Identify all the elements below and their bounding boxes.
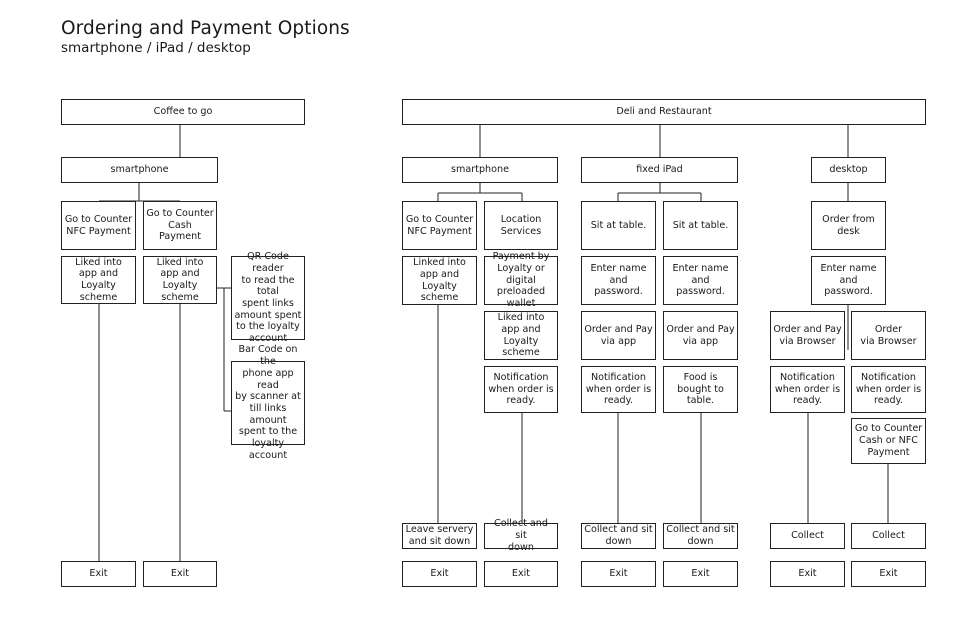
node-desktop-exit-2: Exit — [851, 561, 926, 587]
page-subtitle: smartphone / iPad / desktop — [61, 40, 251, 56]
node-deli-notification: Notification when order is ready. — [484, 366, 558, 413]
node-ipad-food-to-table: Food is bought to table. — [663, 366, 738, 413]
node-coffee-bar-code: Bar Code on the phone app read by scanne… — [231, 344, 305, 461]
node-deli-smartphone: smartphone — [402, 157, 558, 183]
node-ipad-exit-2: Exit — [663, 561, 738, 587]
page-title: Ordering and Payment Options — [61, 18, 350, 39]
node-deli-linked-loyalty: Linked into app and Loyalty scheme — [402, 256, 477, 305]
node-desktop-order-pay-browser: Order and Pay via Browser — [770, 311, 845, 360]
node-desktop-order-browser: Order via Browser — [851, 311, 926, 360]
node-deli-leave-servery: Leave servery and sit down — [402, 523, 477, 549]
node-desktop-exit-1: Exit — [770, 561, 845, 587]
node-coffee-exit-nfc: Exit — [61, 561, 136, 587]
node-coffee-to-go: Coffee to go — [61, 99, 305, 125]
node-deli-restaurant: Deli and Restaurant — [402, 99, 926, 125]
node-ipad-order-pay-2: Order and Pay via app — [663, 311, 738, 360]
node-ipad-enter-name-2: Enter name and password. — [663, 256, 738, 305]
node-desktop-collect-1: Collect — [770, 523, 845, 549]
node-coffee-loyalty-nfc: Liked into app and Loyalty scheme — [61, 256, 136, 304]
node-ipad-sit-table-1: Sit at table. — [581, 201, 656, 250]
node-ipad-collect-sit-1: Collect and sit down — [581, 523, 656, 549]
node-coffee-loyalty-cash: Liked into app and Loyalty scheme — [143, 256, 217, 304]
node-ipad-exit-1: Exit — [581, 561, 656, 587]
node-desktop-notification-2: Notification when order is ready. — [851, 366, 926, 413]
node-ipad-notification: Notification when order is ready. — [581, 366, 656, 413]
node-ipad-collect-sit-2: Collect and sit down — [663, 523, 738, 549]
node-ipad-enter-name-1: Enter name and password. — [581, 256, 656, 305]
node-coffee-smartphone: smartphone — [61, 157, 218, 183]
node-deli-collect-sit: Collect and sit down — [484, 518, 558, 553]
node-coffee-cash-payment: Go to Counter Cash Payment — [143, 201, 217, 250]
node-ipad-order-pay-1: Order and Pay via app — [581, 311, 656, 360]
node-coffee-nfc-payment: Go to Counter NFC Payment — [61, 201, 136, 250]
node-desktop-notification-1: Notification when order is ready. — [770, 366, 845, 413]
node-coffee-exit-cash: Exit — [143, 561, 217, 587]
node-deli-location-services: Location Services — [484, 201, 558, 250]
node-desktop: desktop — [811, 157, 886, 183]
node-desktop-collect-2: Collect — [851, 523, 926, 549]
node-deli-liked-loyalty: Liked into app and Loyalty scheme — [484, 311, 558, 360]
node-deli-nfc-payment: Go to Counter NFC Payment — [402, 201, 477, 250]
node-ipad-sit-table-2: Sit at table. — [663, 201, 738, 250]
node-coffee-qr-reader: QR Code reader to read the total spent l… — [231, 251, 305, 344]
node-deli-payment-wallet: Payment by Loyalty or digital preloaded … — [484, 251, 558, 309]
node-deli-exit-nfc: Exit — [402, 561, 477, 587]
node-desktop-counter-payment: Go to Counter Cash or NFC Payment — [851, 418, 926, 464]
node-fixed-ipad: fixed iPad — [581, 157, 738, 183]
node-desktop-enter-name: Enter name and password. — [811, 256, 886, 305]
node-deli-exit-location: Exit — [484, 561, 558, 587]
node-desktop-order-from-desk: Order from desk — [811, 201, 886, 250]
